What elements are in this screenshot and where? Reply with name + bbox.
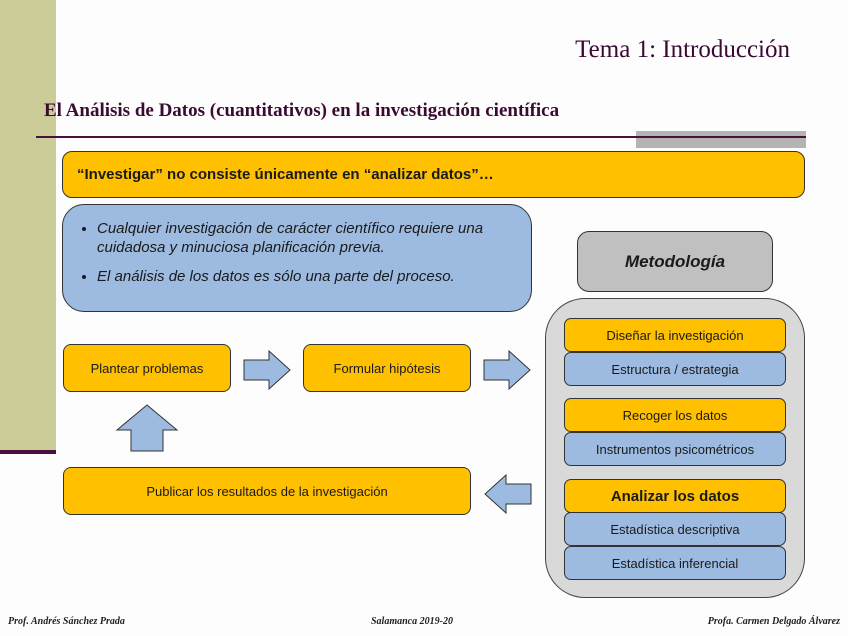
step-design: Diseñar la investigación [564,318,786,352]
methodology-label: Metodología [577,231,773,292]
step-analyze-descriptive: Estadística descriptiva [564,512,786,546]
flow-plantear: Plantear problemas [63,344,231,392]
footer-right: Profa. Carmen Delgado Álvarez [707,616,840,627]
step-analyze: Analizar los datos [564,479,786,513]
footer-left: Prof. Andrés Sánchez Prada [8,616,125,627]
step-collect-sub: Instrumentos psicométricos [564,432,786,466]
step-analyze-inferential: Estadística inferencial [564,546,786,580]
left-decorative-bar [0,0,56,452]
flow-publicar: Publicar los resultados de la investigac… [63,467,471,515]
left-bar-underline [0,450,56,454]
step-design-sub: Estructura / estrategia [564,352,786,386]
arrow-left-icon [484,473,532,515]
note-item: Cualquier investigación de carácter cien… [97,219,515,257]
notes-box: Cualquier investigación de carácter cien… [62,204,532,312]
slide-subtitle: El Análisis de Datos (cuantitativos) en … [44,100,560,121]
arrow-up-icon [115,404,179,452]
rule-gray-accent [636,131,806,148]
note-item: El análisis de los datos es sólo una par… [97,267,515,286]
arrow-right-icon [483,349,531,391]
banner: “Investigar” no consiste únicamente en “… [62,151,805,198]
footer-center: Salamanca 2019-20 [371,616,453,627]
flow-formular: Formular hipótesis [303,344,471,392]
title-rule [36,136,806,138]
slide-title: Tema 1: Introducción [575,36,790,63]
step-collect: Recoger los datos [564,398,786,432]
arrow-right-icon [243,349,291,391]
